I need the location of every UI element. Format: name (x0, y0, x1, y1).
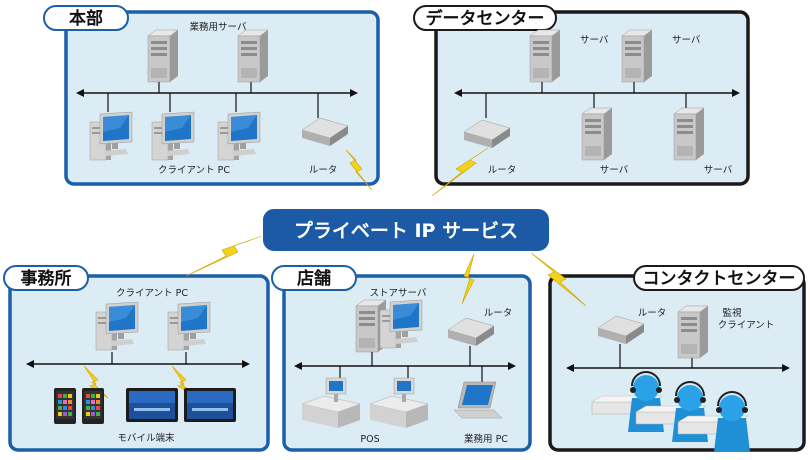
jimusho-phone-1 (54, 388, 76, 424)
tenpo-store-server-label: ストアサーバ (370, 288, 427, 299)
site-tenpo: 店舗 ストアサーバ ルータ POS 業務用 PC (271, 265, 532, 452)
contact-monitor-label-2: クライアント (718, 320, 775, 331)
datacenter-panel (434, 10, 750, 186)
datacenter-server-label-3: サーバ (600, 165, 629, 176)
contact-monitor-server (677, 305, 709, 359)
honbu-server-2 (237, 29, 269, 83)
tenpo-router-label: ルータ (484, 308, 513, 319)
honbu-router-label: ルータ (309, 165, 338, 176)
tenpo-pos-label: POS (360, 434, 379, 445)
datacenter-server-label-1: サーバ (580, 35, 609, 46)
jimusho-panel (8, 274, 270, 452)
datacenter-server-label-2: サーバ (672, 35, 701, 46)
site-jimusho: 事務所 クライアント PC モバイル端末 (3, 265, 270, 452)
contact-router-label: ルータ (638, 308, 667, 319)
datacenter-server-3 (581, 107, 613, 161)
honbu-client-label: クライアント PC (158, 165, 230, 176)
honbu-tab (43, 5, 129, 31)
link-datacenter (431, 147, 489, 197)
jimusho-tab (3, 265, 89, 291)
link-tenpo (461, 253, 475, 305)
datacenter-server-1 (529, 29, 561, 83)
datacenter-server-4 (673, 107, 705, 161)
wan-links (185, 147, 587, 307)
center-service-box (261, 207, 551, 253)
link-honbu (345, 149, 373, 191)
datacenter-title: データセンター (426, 8, 545, 29)
honbu-panel (64, 10, 380, 186)
tenpo-tab (271, 265, 357, 291)
site-datacenter: データセンター サーバ サーバ ルータ サーバ サーバ (413, 5, 750, 186)
tenpo-title: 店舗 (297, 268, 331, 289)
jimusho-phone-2 (82, 388, 104, 424)
honbu-server-1 (147, 29, 179, 83)
datacenter-server-2 (621, 29, 653, 83)
jimusho-client-label: クライアント PC (116, 288, 188, 299)
jimusho-mobile-label: モバイル端末 (117, 432, 175, 444)
datacenter-server-label-4: サーバ (704, 165, 733, 176)
private-ip-service: プライベート IP サービス (261, 207, 551, 253)
site-contact-center: コンタクトセンター ルータ 監視 クライアント (548, 265, 806, 453)
honbu-title: 本部 (69, 8, 103, 29)
center-service-label: プライベート IP サービス (294, 219, 518, 242)
jimusho-tablet-1 (126, 388, 178, 422)
honbu-server-label: 業務用サーバ (190, 21, 247, 33)
contact-title: コンタクトセンター (643, 269, 796, 289)
contact-tab (633, 265, 805, 291)
contact-monitor-label-1: 監視 (722, 307, 742, 319)
jimusho-title: 事務所 (21, 268, 72, 289)
tenpo-business-pc-label: 業務用 PC (464, 433, 508, 445)
datacenter-router-label: ルータ (488, 165, 517, 176)
datacenter-tab (413, 5, 557, 31)
link-jimusho (185, 235, 263, 277)
link-contact (529, 251, 587, 307)
jimusho-tablet-2 (184, 388, 236, 422)
site-honbu: 本部 業務用サーバ クライアント PC ルータ (43, 5, 380, 186)
